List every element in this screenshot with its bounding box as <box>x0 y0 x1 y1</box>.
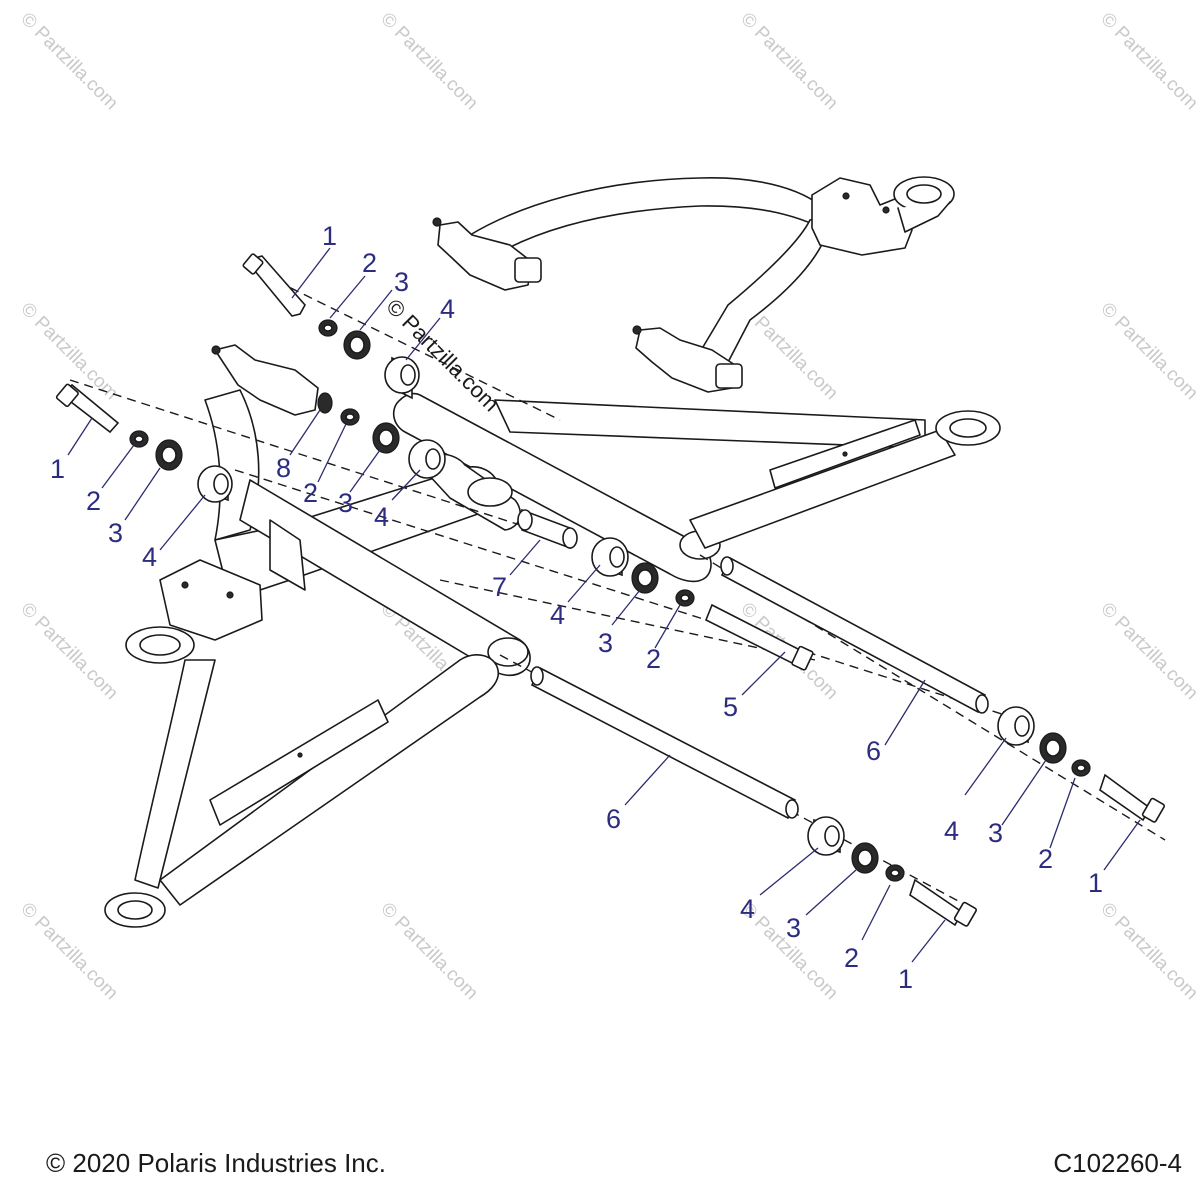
watermark: © Partzilla.com <box>1096 9 1200 114</box>
callout-1: 1 <box>1088 868 1103 898</box>
callout-4: 4 <box>550 600 565 630</box>
hardware-stack-center <box>517 508 814 671</box>
watermark: © Partzilla.com <box>1096 599 1200 704</box>
callout-5: 5 <box>723 692 738 722</box>
callout-1: 1 <box>50 454 65 484</box>
watermark: © Partzilla.com <box>16 599 121 704</box>
callout-labels: 1 2 3 4 1 2 3 4 8 2 3 4 7 4 3 2 5 6 4 3 … <box>50 221 1103 994</box>
hardware-stack-upper <box>242 253 420 400</box>
watermark: © Partzilla.com <box>1096 299 1200 404</box>
callout-2: 2 <box>362 248 377 278</box>
callout-2: 2 <box>646 644 661 674</box>
hardware-stack-right-upper <box>720 556 1165 823</box>
hardware-stack-middle <box>317 392 446 479</box>
callout-6: 6 <box>606 804 621 834</box>
callout-4: 4 <box>944 816 959 846</box>
hardware-stack-left <box>55 383 233 503</box>
callout-4: 4 <box>374 502 389 532</box>
diagram-id: C102260-4 <box>1053 1148 1182 1178</box>
callout-7: 7 <box>492 572 507 602</box>
callout-4: 4 <box>440 294 455 324</box>
callout-4: 4 <box>142 542 157 572</box>
callout-2: 2 <box>1038 844 1053 874</box>
callout-6: 6 <box>866 736 881 766</box>
front-lower-a-arm <box>104 344 531 928</box>
watermark: © Partzilla.com <box>376 9 481 114</box>
rear-lower-a-arm <box>392 392 1001 583</box>
watermark: © Partzilla.com <box>1096 899 1200 1004</box>
callout-2: 2 <box>86 486 101 516</box>
callout-1: 1 <box>322 221 337 251</box>
callout-3: 3 <box>338 488 353 518</box>
watermark: © Partzilla.com <box>376 899 481 1004</box>
callout-1: 1 <box>898 964 913 994</box>
upper-a-arm <box>432 176 955 393</box>
callout-4: 4 <box>740 894 755 924</box>
callout-3: 3 <box>108 518 123 548</box>
callout-8: 8 <box>276 453 291 483</box>
callout-3: 3 <box>988 818 1003 848</box>
callout-3: 3 <box>598 628 613 658</box>
hardware-stack-right-lower <box>530 666 977 927</box>
callout-2: 2 <box>303 478 318 508</box>
copyright-notice: © 2020 Polaris Industries Inc. <box>46 1148 386 1178</box>
callout-3: 3 <box>394 267 409 297</box>
watermark: © Partzilla.com <box>16 9 121 114</box>
watermark: © Partzilla.com <box>736 9 841 114</box>
callout-2: 2 <box>844 943 859 973</box>
callout-3: 3 <box>786 913 801 943</box>
leader-lines <box>67 247 1141 963</box>
